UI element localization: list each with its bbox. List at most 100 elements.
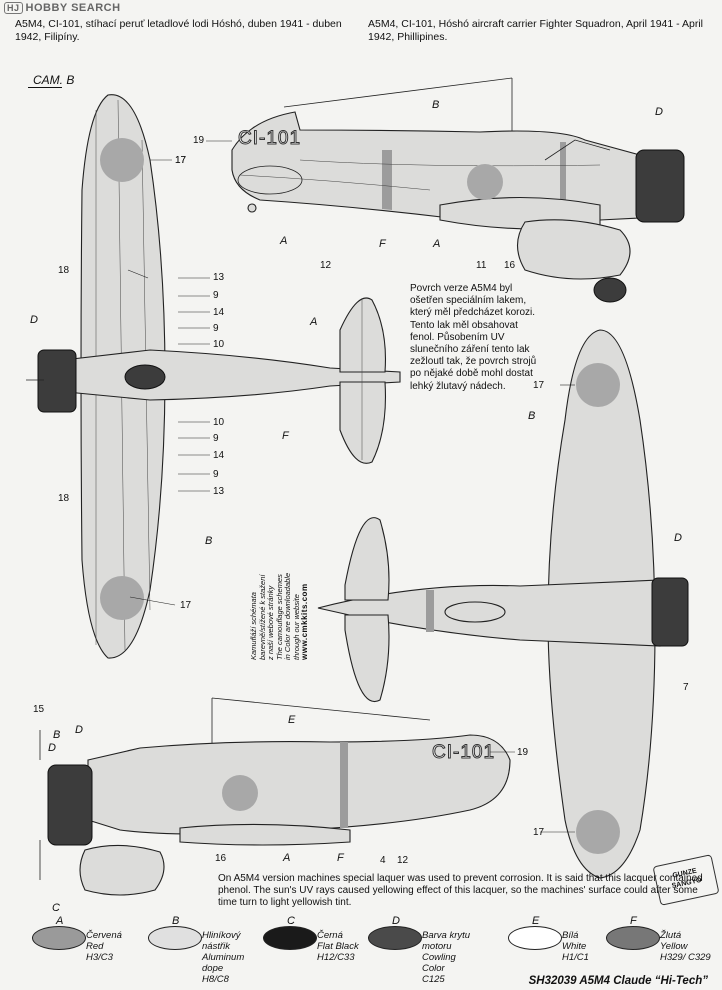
wheel-spat bbox=[516, 219, 631, 280]
header-czech: A5M4, CI-101, stíhací peruť letadlové lo… bbox=[15, 18, 342, 43]
engine-cowling-bottom bbox=[47, 764, 93, 846]
legend-code: A bbox=[56, 915, 64, 927]
legend-swatch bbox=[263, 926, 317, 950]
callout-plan-14: 14 bbox=[213, 307, 225, 318]
callout-bottom-16: 16 bbox=[215, 853, 227, 864]
panel-line bbox=[299, 159, 601, 167]
hinomaru-lower-wing bbox=[100, 576, 144, 620]
aircraft-code-top: CI-101 bbox=[237, 128, 302, 150]
watermark-text: HOBBY SEARCH bbox=[25, 2, 121, 14]
callout-plan-17: 17 bbox=[180, 600, 192, 611]
callout-bottom-A: A bbox=[283, 852, 291, 864]
legend-code: C bbox=[287, 915, 295, 927]
callout-bottom-E: E bbox=[288, 714, 296, 726]
side-view-top bbox=[231, 77, 685, 303]
antenna-wire bbox=[211, 697, 431, 721]
callout-plan-17: 17 bbox=[175, 155, 187, 166]
plan-view bbox=[26, 94, 401, 659]
tailplane-lower bbox=[339, 381, 386, 464]
callout-under-7: 7 bbox=[683, 682, 689, 693]
callout-bottom-B: B bbox=[53, 729, 61, 741]
cowling-underside bbox=[651, 577, 689, 647]
callout-under-17: 17 bbox=[533, 380, 545, 391]
header-english: A5M4, CI-101, Hóshó aircraft carrier Fig… bbox=[368, 18, 703, 43]
fuselage-band bbox=[382, 150, 392, 210]
callout-bottom-D: D bbox=[48, 742, 56, 754]
callout-plan-10: 10 bbox=[213, 339, 225, 350]
hinomaru-upper-wing bbox=[100, 138, 144, 182]
wheel bbox=[593, 277, 627, 303]
callout-plan-13: 13 bbox=[213, 486, 225, 497]
callout-plan-A: A bbox=[310, 316, 318, 328]
legend-swatch bbox=[32, 926, 86, 950]
watermark-logo: HJ bbox=[4, 2, 23, 14]
legend-swatch bbox=[606, 926, 660, 950]
note-czech: Povrch verze A5M4 byl ošetřen speciálním… bbox=[410, 283, 537, 392]
callout-bottom-19: 19 bbox=[517, 747, 529, 758]
tailplane-under-2 bbox=[344, 614, 390, 703]
callout-under-17: 17 bbox=[533, 827, 545, 838]
callout-11: 11 bbox=[476, 260, 487, 271]
tail-wheel bbox=[247, 203, 257, 213]
legend-swatch bbox=[368, 926, 422, 950]
callout-bottom-12: 12 bbox=[397, 855, 409, 866]
legend-swatch bbox=[148, 926, 202, 950]
callout-17: 17 bbox=[175, 155, 187, 166]
hinomaru-insignia bbox=[467, 164, 503, 200]
wheel-spat-bottom bbox=[79, 844, 165, 896]
callout-bottom-4: 4 bbox=[380, 855, 386, 866]
callout-19: 19 bbox=[193, 135, 205, 146]
callout-under-B: B bbox=[528, 410, 536, 422]
note-english: On A5M4 version machines special laquer … bbox=[218, 873, 703, 908]
antenna-wire bbox=[283, 77, 513, 108]
callout-plan-F: F bbox=[282, 430, 289, 442]
callout-plan-14: 14 bbox=[213, 450, 225, 461]
callout-B: B bbox=[432, 99, 440, 111]
hinomaru-under-1 bbox=[576, 363, 620, 407]
callout-bottom-C: C bbox=[52, 902, 60, 914]
product-title: SH32039 A5M4 Claude “Hi-Tech” bbox=[528, 975, 708, 987]
headrest-plan bbox=[124, 364, 166, 390]
tailplane-upper bbox=[339, 297, 386, 373]
hinomaru-under-2 bbox=[576, 810, 620, 854]
side-view-bottom bbox=[39, 697, 511, 896]
tail-fairing bbox=[237, 165, 303, 195]
website-url[interactable]: www.cmkkits.com bbox=[300, 583, 309, 660]
callout-A: A bbox=[433, 238, 441, 250]
legend-code: E bbox=[532, 915, 540, 927]
callout-plan-9: 9 bbox=[213, 469, 219, 480]
callout-12: 12 bbox=[320, 260, 332, 271]
callout-plan-10: 10 bbox=[213, 417, 225, 428]
panel-line bbox=[239, 174, 431, 191]
callout-F: F bbox=[379, 238, 386, 250]
callout-plan-18: 18 bbox=[58, 265, 70, 276]
camo-label: CAM. B bbox=[33, 73, 75, 87]
legend-code: B bbox=[172, 915, 180, 927]
callout-plan-9: 9 bbox=[213, 433, 219, 444]
legend-swatch bbox=[508, 926, 562, 950]
hinomaru-bottom bbox=[222, 775, 258, 811]
under-band bbox=[426, 590, 434, 632]
engine-cowling bbox=[635, 149, 685, 223]
vertical-note: Kamufláží schémata barevně/stížené k sta… bbox=[249, 450, 310, 660]
callout-plan-B: B bbox=[205, 535, 213, 547]
callout-leaders bbox=[127, 140, 575, 833]
callout-bottom-D: D bbox=[75, 724, 83, 736]
callout-bottom-F: F bbox=[337, 852, 344, 864]
cowling-plan bbox=[37, 349, 77, 413]
underside-view bbox=[317, 329, 689, 879]
callout-16: 16 bbox=[504, 260, 516, 271]
callout-D: D bbox=[655, 106, 663, 118]
canopy bbox=[544, 139, 611, 161]
callout-bottom-15: 15 bbox=[33, 704, 45, 715]
